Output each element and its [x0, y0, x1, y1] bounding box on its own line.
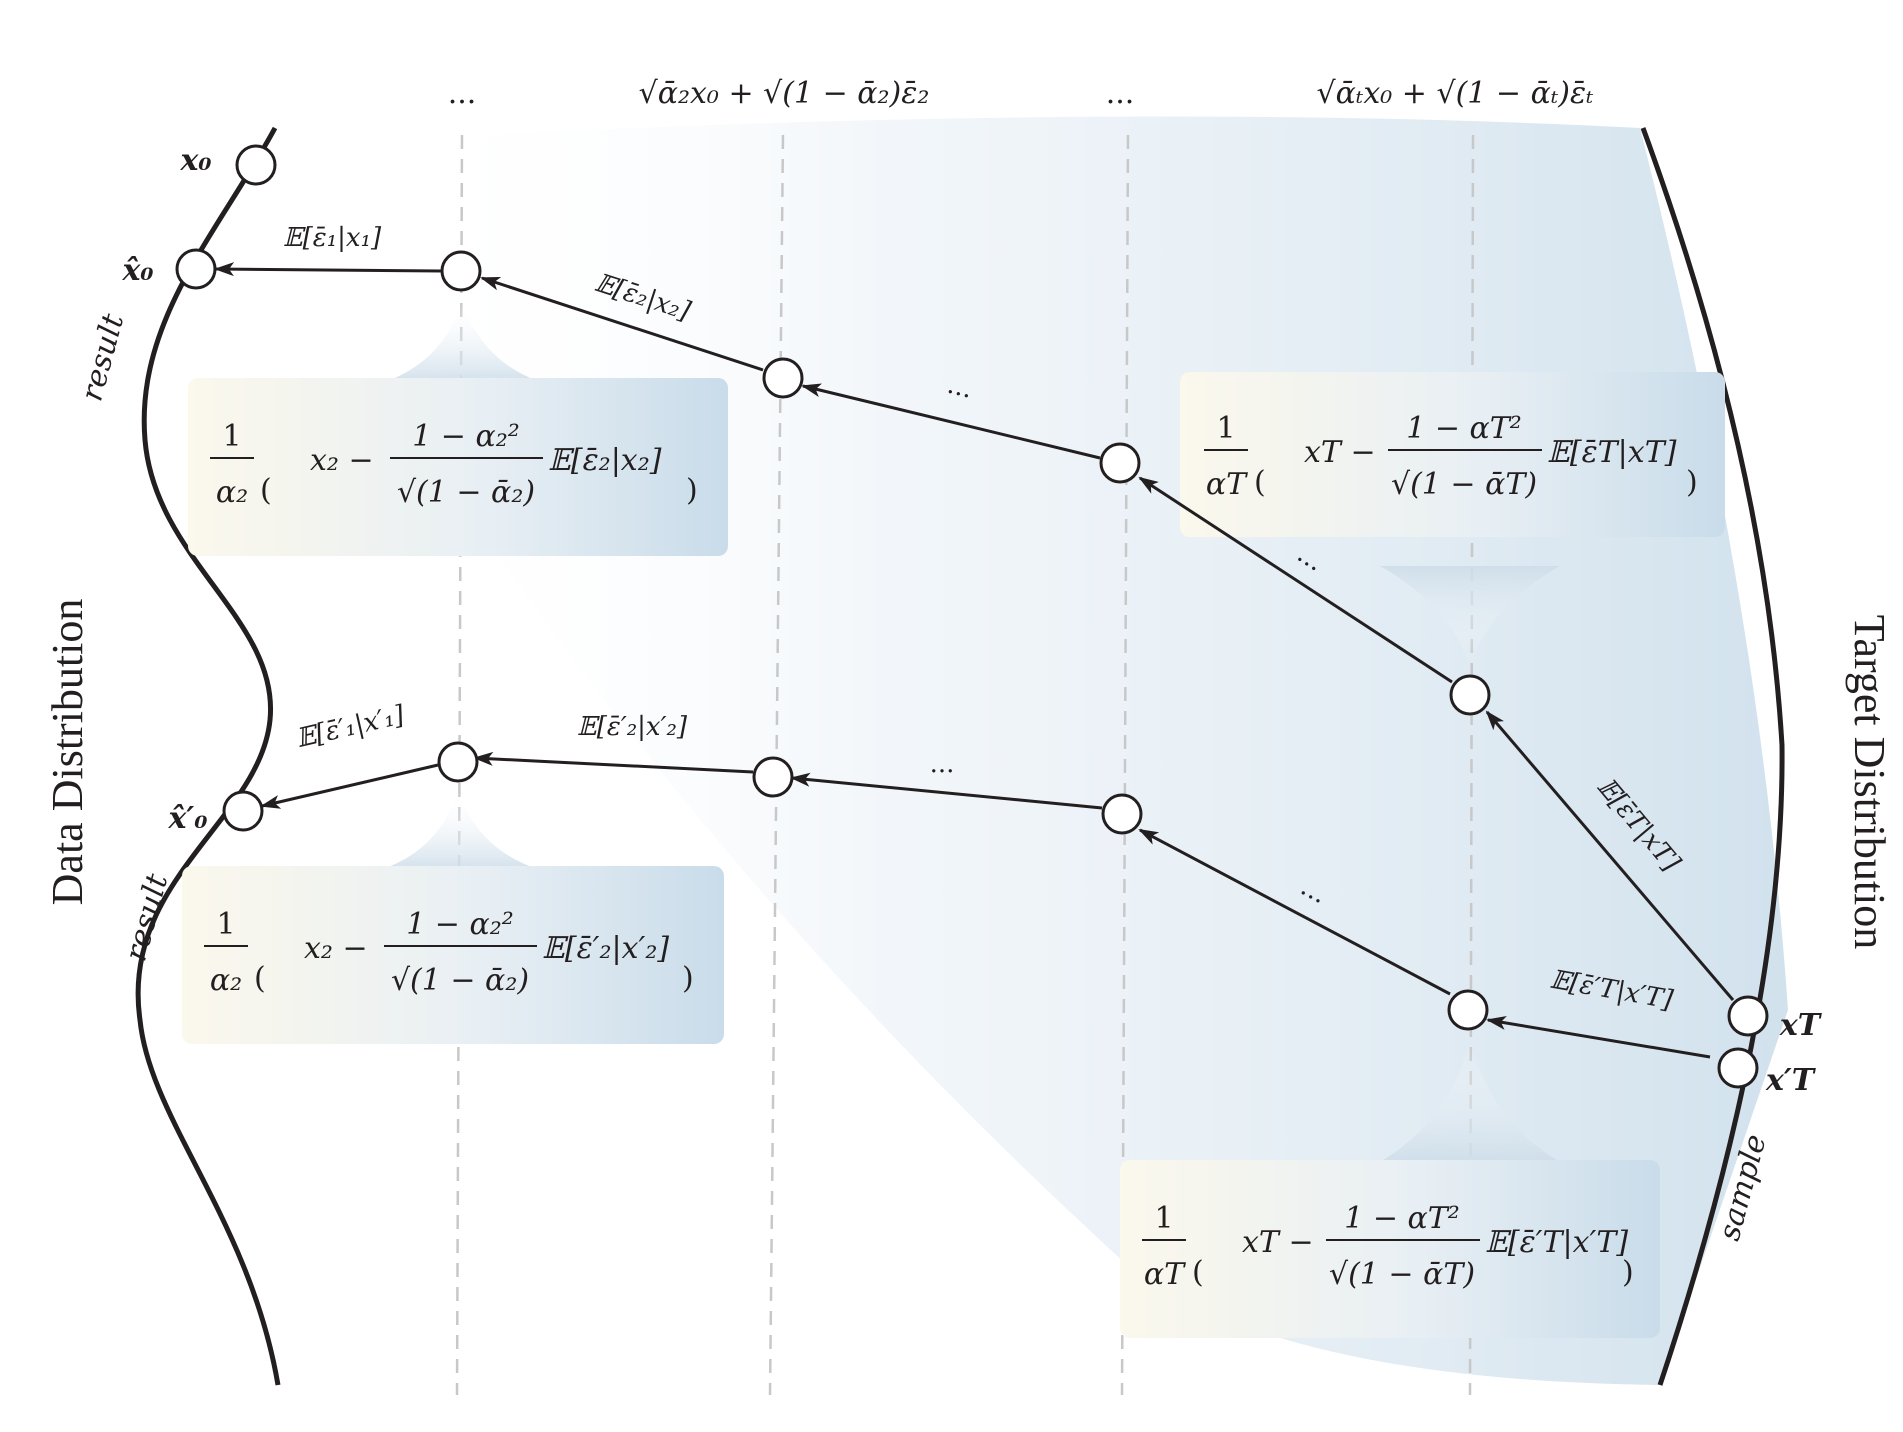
data-distribution-curve — [135, 126, 281, 1386]
cone-top-right — [1380, 566, 1560, 666]
frac-num: 1 — [216, 907, 235, 942]
frac-num: 1 — [1216, 411, 1235, 446]
top-arrow-4 — [1138, 476, 1453, 684]
header-ellipsis-2: ... — [1106, 76, 1135, 111]
formula-lead: xT − — [1242, 1225, 1314, 1260]
node-xT-prime — [1717, 1047, 1759, 1089]
frac-num: 1 — [222, 419, 241, 454]
target-distribution-title: Target Distribution — [1845, 615, 1894, 950]
result-label-2: result — [118, 869, 175, 964]
formula-box-top-right — [1180, 372, 1725, 537]
frac-den: α₂ — [210, 963, 242, 998]
paren-close: ) — [686, 473, 698, 508]
formula-tail: 𝔼[ε̄₂|x₂] — [548, 443, 662, 478]
formula-lead: x₂ − — [304, 931, 368, 966]
inner-num: 1 − αT² — [1344, 1201, 1460, 1236]
node-top-step2 — [762, 357, 804, 399]
x0hat-prime-label: x̂′₀ — [168, 801, 208, 836]
node-x0hat-prime — [222, 790, 264, 832]
x0hat-label: x̂₀ — [121, 253, 153, 288]
formula-bottom-left: 1 α₂ ( x₂ − 1 − α₂² √(1 − ᾱ₂) 𝔼[ε̄′₂|x′₂… — [204, 907, 694, 998]
formula-lead: xT − — [1304, 435, 1376, 470]
guide-line-4 — [1468, 134, 1475, 1396]
inner-den: √(1 − ᾱT) — [1391, 467, 1537, 502]
formula-tail: 𝔼[ε̄′₂|x′₂] — [542, 931, 669, 966]
frac-den: αT — [1144, 1257, 1186, 1292]
bottom-edge-1: 𝔼[ε̄′₁|x′₁] — [293, 700, 408, 754]
frac-num: 1 — [1154, 1201, 1173, 1236]
inner-den: √(1 − ᾱ₂) — [397, 475, 535, 510]
paren-close: ) — [682, 961, 694, 996]
formula-box-top-left — [188, 378, 728, 556]
node-top-step1 — [440, 250, 482, 292]
paren-close: ) — [1622, 1255, 1634, 1290]
bottom-arrow-2 — [473, 751, 754, 774]
frac-den: α₂ — [216, 475, 248, 510]
inner-den: √(1 − ᾱ₂) — [391, 963, 529, 998]
header-ellipsis-1: ... — [448, 76, 477, 111]
top-arrow-2 — [480, 276, 764, 372]
formula-tail: 𝔼[ε̄′T|x′T] — [1485, 1225, 1628, 1260]
frac-den: αT — [1206, 467, 1248, 502]
paren-open: ( — [260, 473, 272, 508]
node-x0 — [235, 144, 277, 186]
top-arrow-1 — [214, 262, 442, 277]
inner-num: 1 − α₂² — [412, 419, 520, 454]
bottom-arrow-T — [1486, 1016, 1711, 1059]
data-distribution-title: Data Distribution — [43, 599, 92, 906]
x0-label: x₀ — [179, 143, 211, 178]
formula-bottom-right: 1 αT ( xT − 1 − αT² √(1 − ᾱT) 𝔼[ε̄′T|x′T… — [1142, 1201, 1634, 1292]
guide-line-3 — [1120, 134, 1130, 1396]
bottom-arrow-4 — [1138, 828, 1451, 996]
node-bottom-step2 — [752, 756, 794, 798]
formula-top-left: 1 α₂ ( x₂ − 1 − α₂² √(1 − ᾱ₂) 𝔼[ε̄₂|x₂] … — [210, 419, 698, 510]
node-xT — [1727, 995, 1769, 1037]
node-x0hat — [175, 248, 217, 290]
formula-box-bottom-right — [1120, 1160, 1660, 1338]
result-label-1: result — [74, 309, 131, 404]
header-formula-stept: √ᾱₜx₀ + √(1 − ᾱₜ)ε̄ₜ — [1317, 76, 1595, 111]
node-bottom-step1 — [437, 741, 479, 783]
top-arrow-3 — [801, 383, 1101, 460]
paren-close: ) — [1686, 465, 1698, 500]
formula-top-right: 1 αT ( xT − 1 − αT² √(1 − ᾱT) 𝔼[ε̄T|xT] … — [1204, 411, 1698, 502]
paren-open: ( — [1192, 1255, 1204, 1290]
cone-top-left — [385, 300, 540, 382]
cone-bottom-right — [1380, 1040, 1560, 1162]
cone-bottom-left — [380, 790, 540, 870]
node-top-step3 — [1099, 442, 1141, 484]
top-edge-1: 𝔼[ε̄₁|x₁] — [283, 223, 382, 253]
header-formula-step2: √ᾱ₂x₀ + √(1 − ᾱ₂)ε̄₂ — [639, 76, 930, 111]
inner-num: 1 − α₂² — [406, 907, 514, 942]
formula-tail: 𝔼[ε̄T|xT] — [1547, 435, 1677, 470]
node-bottom-step4 — [1447, 989, 1489, 1031]
top-arrow-T — [1485, 710, 1735, 1001]
bottom-arrow-3 — [790, 772, 1103, 810]
paren-open: ( — [254, 961, 266, 996]
bottom-edge-3: ... — [930, 749, 955, 779]
inner-den: √(1 − ᾱT) — [1329, 1257, 1475, 1292]
formula-lead: x₂ − — [310, 443, 374, 478]
paren-open: ( — [1254, 465, 1266, 500]
node-top-step4 — [1449, 674, 1491, 716]
inner-num: 1 − αT² — [1406, 411, 1522, 446]
bottom-edge-2: 𝔼[ε̄′₂|x′₂] — [577, 712, 688, 742]
xT-label: xT — [1779, 1008, 1823, 1043]
bottom-arrow-1 — [260, 763, 439, 809]
target-distribution-curve — [1640, 127, 1785, 1386]
formula-box-bottom-left — [182, 866, 724, 1044]
node-bottom-step3 — [1101, 793, 1143, 835]
xT-prime-label: x′T — [1765, 1063, 1817, 1098]
